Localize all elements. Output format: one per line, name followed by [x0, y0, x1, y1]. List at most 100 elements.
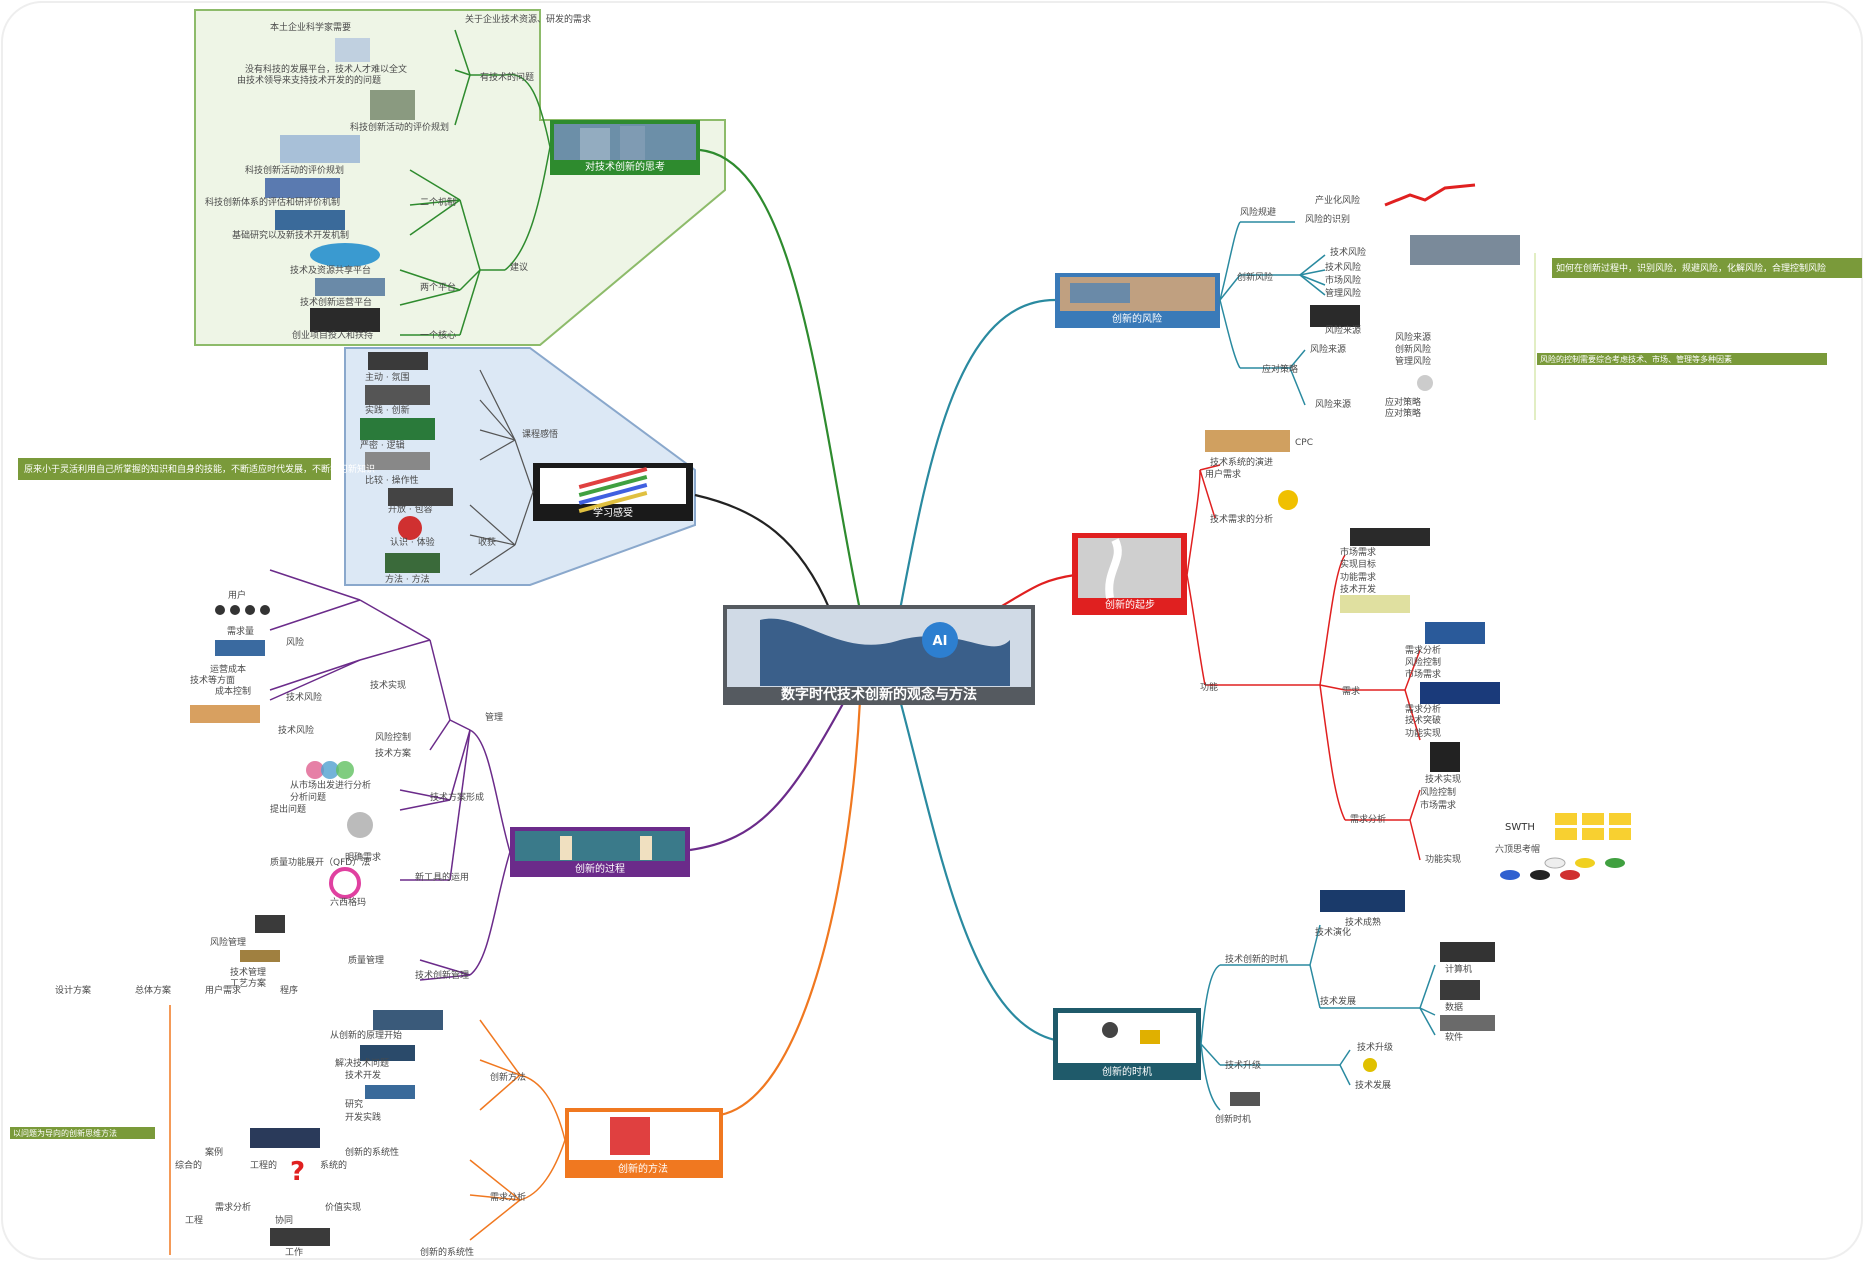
node-reflection[interactable]: 对技术创新的思考: [550, 120, 700, 175]
device-image: [1440, 1015, 1495, 1031]
svg-text:技术风险: 技术风险: [1325, 261, 1361, 273]
globe2-image: [385, 553, 440, 573]
scale-image: [240, 950, 280, 962]
svg-text:软件: 软件: [1445, 1031, 1463, 1043]
node-start[interactable]: 创新的起步: [1072, 533, 1187, 615]
bl1-items: 用户 需求量 风险 运营成本 技术等方面 技术风险 技术实现 成本控制 技术风险…: [55, 589, 503, 996]
svg-text:如何在创新过程中，识别风险，规避风险，化解风险，合理控制风险: 如何在创新过程中，识别风险，规避风险，化解风险，合理控制风险: [1556, 262, 1826, 274]
node-risk[interactable]: 创新的风险: [1055, 273, 1220, 328]
tr-items: 风险规避 产业化风险 风险的识别 创新风险 技术风险 技术风险 市场风险 管理风…: [1237, 183, 1520, 419]
svg-text:管理风险: 管理风险: [1395, 355, 1431, 367]
svg-text:技术方案: 技术方案: [375, 747, 411, 759]
node-learning[interactable]: 学习感受: [533, 463, 693, 521]
svg-text:质量管理: 质量管理: [348, 954, 384, 966]
svg-text:市场风险: 市场风险: [1325, 274, 1361, 286]
handshake-icon: [1417, 375, 1433, 391]
svg-text:计算机: 计算机: [1445, 963, 1472, 975]
tr-lines: [1219, 221, 1326, 406]
svg-text:用户需求: 用户需求: [1205, 468, 1241, 480]
svg-text:实践 · 创新: 实践 · 创新: [365, 404, 410, 416]
svg-text:工艺方案: 工艺方案: [230, 977, 266, 989]
svg-text:技术风险: 技术风险: [1330, 246, 1366, 258]
case-image: [250, 1128, 320, 1148]
bl2-note: 以问题为导向的创新思维方法: [10, 1127, 155, 1139]
svg-text:创业项目投入和扶持: 创业项目投入和扶持: [292, 329, 373, 341]
phone-image: [1440, 980, 1480, 1000]
panel-learning: [344, 347, 696, 586]
svg-text:需求: 需求: [1342, 685, 1360, 697]
svg-text:原来小于灵活利用自己所掌握的知识和自身的技能，不断适应时代发: 原来小于灵活利用自己所掌握的知识和自身的技能，不断适应时代发展，不断学习新知识: [24, 463, 375, 475]
svg-text:本土企业科学家需要: 本土企业科学家需要: [270, 21, 351, 33]
svg-text:开发实践: 开发实践: [345, 1111, 381, 1123]
svg-text:技术方案形成: 技术方案形成: [430, 791, 484, 803]
svg-text:两个平台: 两个平台: [420, 281, 456, 293]
svg-text:新工具的运用: 新工具的运用: [415, 871, 469, 883]
svg-text:工程的: 工程的: [250, 1159, 277, 1171]
svg-text:市场需求: 市场需求: [1405, 668, 1441, 680]
svg-text:风险控制: 风险控制: [1405, 656, 1441, 668]
svg-text:关于企业技术资源、研发的需求: 关于企业技术资源、研发的需求: [465, 13, 591, 25]
svg-text:科技创新活动的评价规划: 科技创新活动的评价规划: [350, 121, 449, 133]
team-icon: [1230, 1092, 1260, 1106]
svg-text:技术升级: 技术升级: [1225, 1059, 1261, 1071]
svg-text:分析问题: 分析问题: [290, 791, 326, 803]
svg-text:需求量: 需求量: [227, 625, 254, 637]
br-items: 技术成熟 技术创新的时机 技术演化 计算机 技术发展 数据 软件 技术升级 技术…: [1215, 890, 1495, 1125]
svg-text:课程感悟: 课程感悟: [522, 428, 558, 440]
svg-text:创新的起步: 创新的起步: [1105, 598, 1155, 611]
svg-text:创新的风险: 创新的风险: [1112, 312, 1162, 325]
figure3d-image: [1425, 622, 1485, 644]
svg-text:功能: 功能: [1200, 681, 1218, 693]
svg-text:六顶思考帽: 六顶思考帽: [1495, 843, 1540, 855]
brain-image-2: [1420, 682, 1500, 704]
svg-text:技术实现: 技术实现: [1425, 773, 1461, 785]
svg-text:方法 · 方法: 方法 · 方法: [385, 573, 430, 585]
text-image: [388, 488, 453, 506]
svg-text:设计方案: 设计方案: [55, 984, 91, 996]
gear-image: [365, 452, 430, 470]
svg-text:需求分析: 需求分析: [1405, 644, 1441, 656]
bl1-lines: [269, 569, 511, 981]
svg-text:创新风险: 创新风险: [1395, 343, 1431, 355]
svg-text:基础研究以及新技术开发机制: 基础研究以及新技术开发机制: [232, 229, 349, 241]
svg-text:技术发展: 技术发展: [1355, 1079, 1391, 1091]
svg-text:风险的识别: 风险的识别: [1305, 213, 1350, 225]
worker-image: [255, 915, 285, 933]
puzzle-image: [610, 1117, 650, 1155]
node-timing[interactable]: 创新的时机: [1053, 1008, 1201, 1080]
node-process[interactable]: 创新的过程: [510, 827, 690, 877]
people-icon: [215, 605, 270, 615]
sixsigma-icon: [329, 867, 361, 899]
svg-text:CPC: CPC: [1295, 438, 1313, 448]
svg-text:价值实现: 价值实现: [325, 1201, 361, 1213]
svg-text:市场需求: 市场需求: [1420, 799, 1456, 811]
center-node[interactable]: AI 数字时代技术创新的观念与方法: [723, 605, 1035, 705]
svg-text:应对策略: 应对策略: [1385, 407, 1421, 419]
svg-text:六西格玛: 六西格玛: [330, 896, 366, 908]
bridge-image: [1070, 283, 1130, 303]
runner-icon: [1102, 1022, 1118, 1038]
tech-image-2: [1320, 890, 1405, 912]
svg-text:创新时机: 创新时机: [1215, 1113, 1251, 1125]
svg-text:创新的时机: 创新的时机: [1102, 1065, 1152, 1078]
building-image: [370, 90, 415, 120]
globe-image: [275, 210, 345, 230]
svg-text:技术创新运营平台: 技术创新运营平台: [300, 296, 372, 308]
question-icon: ?: [290, 1157, 305, 1187]
svg-text:技术风险: 技术风险: [278, 724, 314, 736]
svg-text:成本控制: 成本控制: [215, 685, 251, 697]
svg-text:质量功能展开（QFD）法: 质量功能展开（QFD）法: [270, 856, 370, 868]
svg-text:技术需求的分析: 技术需求的分析: [1210, 513, 1273, 525]
svg-text:创新的系统性: 创新的系统性: [420, 1246, 474, 1258]
svg-text:技术突破: 技术突破: [1405, 714, 1441, 726]
ml-items: 主动 · 氛围 实践 · 创新 严密 · 逻辑 比较 · 操作性 课程感悟 开放…: [360, 352, 558, 585]
svg-text:技术发展: 技术发展: [1320, 995, 1356, 1007]
node-methods[interactable]: 创新的方法: [565, 1108, 723, 1178]
sticky-notes-icon: [1555, 813, 1631, 840]
svg-text:从创新的原理开始: 从创新的原理开始: [330, 1029, 402, 1041]
growth-arrow-icon: [1384, 183, 1476, 207]
cloud-icon: [310, 243, 380, 267]
handshake-image: [310, 308, 380, 332]
bl2-items: 从创新的原理开始 解决技术问题 技术开发 创新方法 研究 开发实践 案例 创新的…: [175, 1010, 526, 1258]
svg-text:学习感受: 学习感受: [593, 506, 633, 519]
